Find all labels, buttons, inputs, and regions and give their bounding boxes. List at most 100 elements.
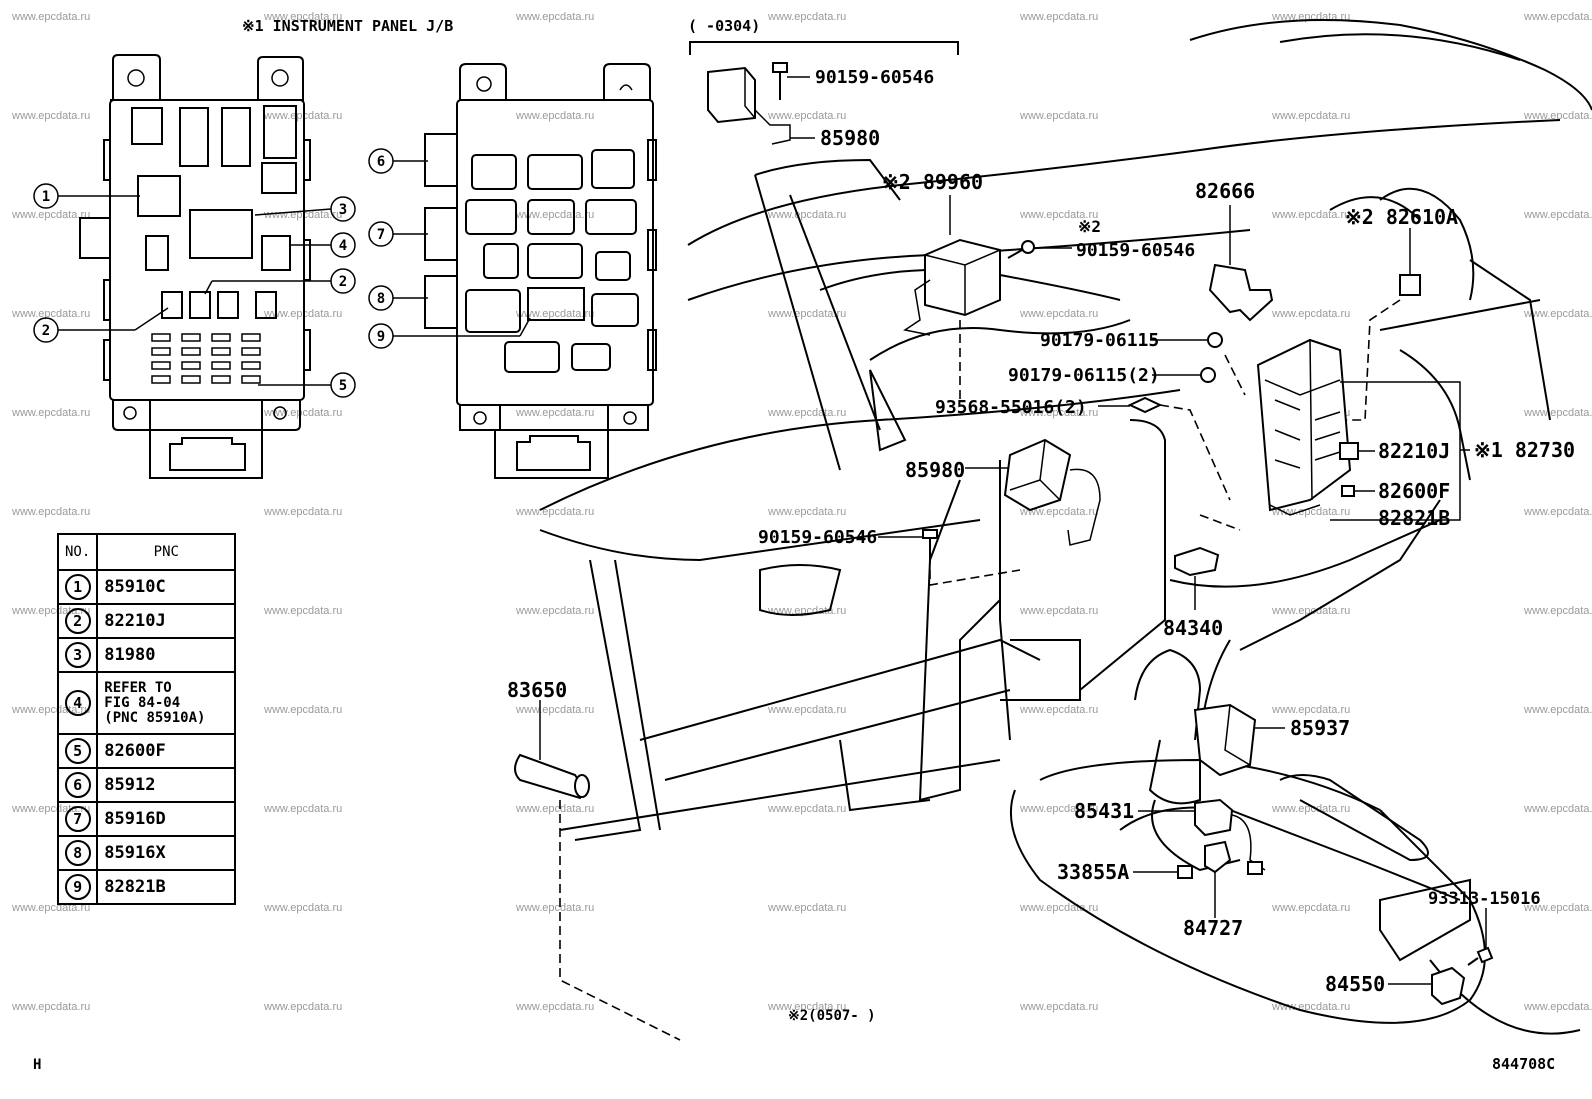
part-83650[interactable] bbox=[514, 753, 590, 800]
callout-6: 6 bbox=[368, 148, 394, 174]
fuse-slot bbox=[241, 347, 261, 356]
row-number-badge: 5 bbox=[64, 738, 91, 764]
fuse-slot bbox=[211, 375, 231, 384]
table-cell-no: 6 bbox=[56, 767, 99, 803]
watermark-text: www.epcdata.ru bbox=[1019, 506, 1098, 518]
row-number-badge: 9 bbox=[64, 874, 91, 900]
table-cell-no: 4 bbox=[56, 671, 99, 735]
watermark-text: www.epcdata.ru bbox=[767, 110, 846, 122]
bolt-90159-low[interactable] bbox=[922, 529, 938, 560]
label-90159-top: 90159-60546 bbox=[815, 67, 934, 88]
watermark-text: www.epcdata.ru bbox=[515, 506, 594, 518]
part-85431[interactable] bbox=[1194, 798, 1266, 871]
ecu-89960[interactable] bbox=[903, 238, 1001, 336]
watermark-text: www.epcdata.ru bbox=[515, 209, 594, 221]
watermark-text: www.epcdata.ru bbox=[515, 803, 594, 815]
watermark-text: www.epcdata.ru bbox=[515, 407, 594, 419]
watermark-text: www.epcdata.ru bbox=[515, 11, 594, 23]
table-cell-pnc: 81980 bbox=[96, 637, 237, 673]
fuse-slot bbox=[181, 347, 201, 356]
part-85937[interactable] bbox=[1193, 703, 1257, 777]
svg-text:2: 2 bbox=[339, 274, 347, 290]
pnc-text-line: REFER TO bbox=[104, 679, 172, 696]
watermark-text: www.epcdata.ru bbox=[11, 11, 90, 23]
watermark-text: www.epcdata.ru bbox=[1271, 704, 1350, 716]
callout-9: 9 bbox=[368, 323, 394, 349]
svg-text:3: 3 bbox=[339, 202, 347, 218]
label-84727: 84727 bbox=[1183, 916, 1243, 940]
fuse-slot bbox=[181, 361, 201, 370]
footer-left-code: H bbox=[33, 1057, 41, 1073]
bolt-93313[interactable] bbox=[1467, 946, 1494, 966]
nut-90179-a[interactable] bbox=[1207, 332, 1223, 348]
table-cell-pnc: 82821B bbox=[96, 869, 237, 905]
watermark-text: www.epcdata.ru bbox=[767, 902, 846, 914]
junction-block-front-view bbox=[79, 54, 311, 479]
watermark-text: www.epcdata.ru bbox=[263, 605, 342, 617]
bracket-82666[interactable] bbox=[1208, 263, 1274, 322]
table-cell-no: 5 bbox=[56, 733, 99, 769]
row-number-badge: 3 bbox=[64, 642, 91, 668]
watermark-text: www.epcdata.ru bbox=[767, 506, 846, 518]
watermark-text: www.epcdata.ru bbox=[1271, 1001, 1350, 1013]
watermark-text: www.epcdata.ru bbox=[263, 110, 342, 122]
nut-90179-b[interactable] bbox=[1200, 367, 1216, 383]
watermark-text: www.epcdata.ru bbox=[263, 803, 342, 815]
junction-block-82730[interactable] bbox=[1256, 338, 1352, 516]
table-cell-pnc: 85912 bbox=[96, 767, 237, 803]
watermark-text: www.epcdata.ru bbox=[11, 308, 90, 320]
label-90179-b: 90179-06115(2) bbox=[1008, 365, 1160, 386]
switch-84340[interactable] bbox=[1174, 546, 1220, 577]
relay-85980-mid[interactable] bbox=[1003, 438, 1101, 546]
row-number-badge: 2 bbox=[64, 608, 91, 634]
relay-85980-top[interactable] bbox=[707, 66, 791, 145]
table-cell-pnc: 85910C bbox=[96, 569, 237, 605]
part-84727[interactable] bbox=[1204, 840, 1263, 875]
label-82666: 82666 bbox=[1195, 179, 1255, 203]
fuse-slot bbox=[211, 361, 231, 370]
watermark-text: www.epcdata.ru bbox=[1271, 605, 1350, 617]
svg-text:9: 9 bbox=[377, 329, 385, 345]
watermark-text: www.epcdata.ru bbox=[767, 704, 846, 716]
relay-82210j[interactable] bbox=[1339, 442, 1359, 460]
callout-2a: 2 bbox=[330, 268, 356, 294]
bolt-90159-top[interactable] bbox=[772, 62, 788, 100]
label-85980-top: 85980 bbox=[820, 126, 880, 150]
table-cell-pnc: 85916D bbox=[96, 801, 237, 837]
fuse-82600f[interactable] bbox=[1341, 485, 1355, 497]
watermark-text: www.epcdata.ru bbox=[263, 209, 342, 221]
label-82821b: 82821B bbox=[1378, 506, 1450, 530]
table-cell-pnc: 82600F bbox=[96, 733, 237, 769]
watermark-text: www.epcdata.ru bbox=[515, 308, 594, 320]
part-33855a[interactable] bbox=[1177, 865, 1193, 879]
watermark-text: www.epcdata.ru bbox=[11, 110, 90, 122]
watermark-text: www.epcdata.ru bbox=[515, 704, 594, 716]
label-90159-mid: 90159-60546 bbox=[1076, 240, 1195, 261]
label-82730: ※1 82730 bbox=[1474, 438, 1575, 462]
callout-5: 5 bbox=[330, 372, 356, 398]
watermark-text: www.epcdata.ru bbox=[767, 209, 846, 221]
watermark-text: www.epcdata.ru bbox=[263, 407, 342, 419]
part-84550[interactable] bbox=[1431, 966, 1466, 1006]
label-93568: 93568-55016(2) bbox=[935, 397, 1087, 418]
watermark-text: www.epcdata.ru bbox=[1271, 803, 1350, 815]
watermark-text: www.epcdata.ru bbox=[263, 902, 342, 914]
dashboard-outline bbox=[539, 19, 1592, 1041]
fuse-slot bbox=[181, 375, 201, 384]
watermark-text: www.epcdata.ru bbox=[263, 704, 342, 716]
label-84340: 84340 bbox=[1163, 616, 1223, 640]
watermark-text: www.epcdata.ru bbox=[1019, 209, 1098, 221]
clip-93568[interactable] bbox=[1127, 396, 1163, 414]
relay-82610a[interactable] bbox=[1399, 274, 1421, 296]
watermark-text: www.epcdata.ru bbox=[767, 1001, 846, 1013]
svg-text:1: 1 bbox=[42, 189, 50, 205]
bolt-90159-mid[interactable] bbox=[1007, 240, 1035, 259]
watermark-text: www.epcdata.ru bbox=[11, 209, 90, 221]
label-83650: 83650 bbox=[507, 678, 567, 702]
